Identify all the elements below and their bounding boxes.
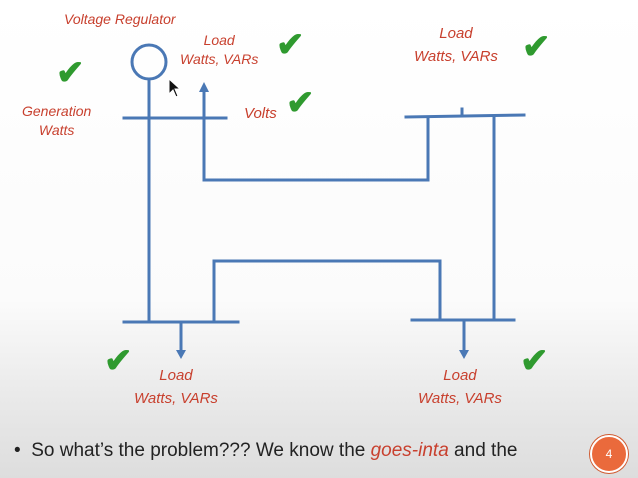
voltage-regulator-label: Voltage Regulator (64, 11, 176, 27)
page-number-badge[interactable]: 4 (590, 435, 628, 473)
load-label-bottom-left: Load Watts, VARs (134, 367, 218, 407)
checkmark-icon: ✔ (286, 84, 315, 122)
bullet-marker: • (14, 440, 21, 461)
load-label-bottom-right: Load Watts, VARs (418, 367, 502, 407)
busbar-top-right (404, 113, 526, 119)
checkmark-icon: ✔ (56, 54, 85, 92)
checkmark-icon: ✔ (522, 28, 551, 66)
one-line-diagram (122, 43, 526, 359)
line-upper-connection (202, 90, 430, 182)
arrow-down-icon (459, 350, 469, 359)
generation-label: Generation Watts (22, 103, 92, 138)
checkmark-icon: ✔ (104, 342, 133, 380)
bullet-text: • So what’s the problem??? We know the g… (14, 440, 518, 461)
bullet-highlight: goes-inta (370, 440, 449, 461)
arrow-up-icon (199, 82, 209, 92)
load-label-top-left: Load Watts, VARs (180, 32, 259, 67)
volts-label: Volts (244, 105, 277, 122)
checkmark-icon: ✔ (276, 26, 305, 64)
line-lower-connection (212, 259, 442, 324)
generator-symbol (130, 43, 168, 81)
load-label-top-right: Load Watts, VARs (414, 25, 498, 65)
mouse-cursor-icon (168, 78, 182, 98)
arrow-down-icon (176, 350, 186, 359)
checkmark-icon: ✔ (520, 342, 549, 380)
